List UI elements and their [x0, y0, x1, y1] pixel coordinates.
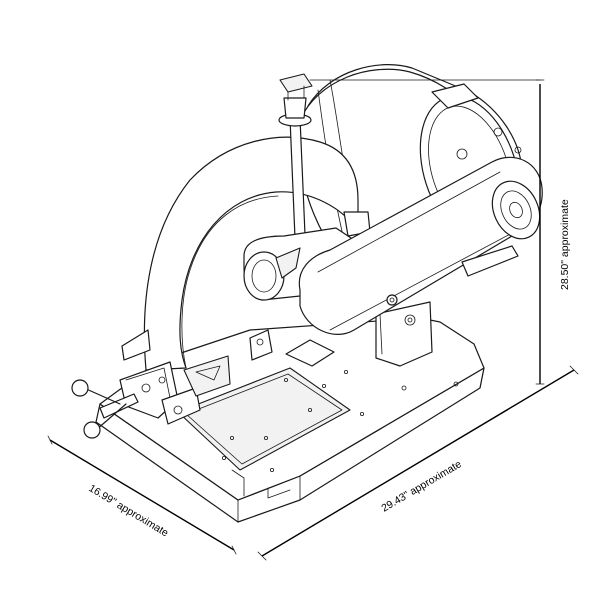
handle-post [278, 73, 313, 263]
height-dimension-label: 28.50" approximate [559, 199, 571, 290]
machine-base [95, 317, 485, 523]
blade-guard [121, 136, 359, 371]
length-dimension-label: 29.43" approximate [379, 458, 463, 514]
width-dimension-label: 16.99" approximate [86, 482, 170, 539]
width-dimension-line [47, 435, 237, 555]
vise-assembly [71, 355, 231, 439]
height-dimension-line [309, 79, 545, 385]
belt-cover [298, 156, 543, 335]
length-dimension-line [257, 365, 579, 561]
